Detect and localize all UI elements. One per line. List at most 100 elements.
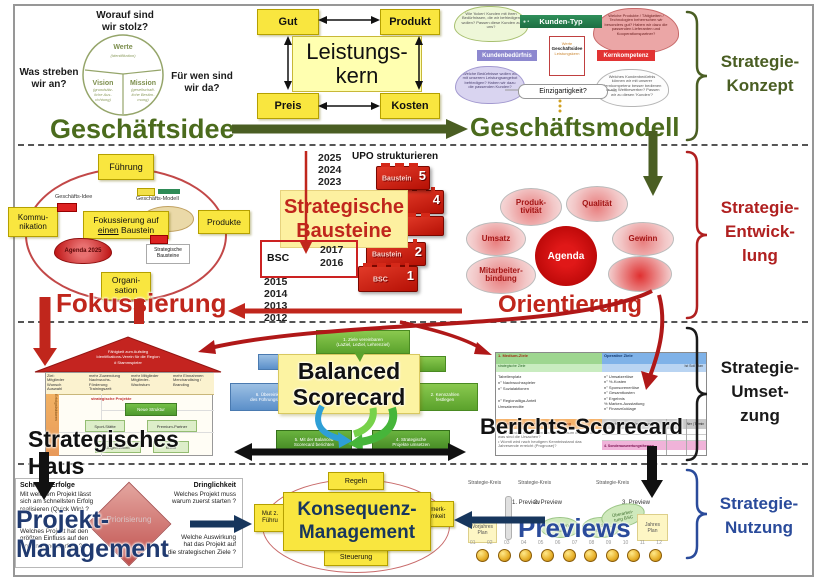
box-kommunikation: Kommu- nikation <box>8 207 58 237</box>
title-geschaeftsidee: Geschäftsidee <box>50 114 235 144</box>
brick-2-label: Baustein <box>372 251 402 259</box>
agenda-produktivitaet: Produk- tivität <box>500 188 562 226</box>
berichts-orange-row: 3. Ergebnisse für die Rahmenbedingung <box>496 419 602 429</box>
agenda-center: Agenda <box>535 226 597 286</box>
berichts-grid-v1 <box>666 419 667 455</box>
box-preis: Preis <box>257 93 319 119</box>
kunden-typ-dots: ● • <box>523 18 530 25</box>
box-kosten: Kosten <box>380 93 440 119</box>
kunden-typ-label: Kunden-Typ <box>539 17 583 26</box>
diamond-label: Priorisierung <box>106 515 152 524</box>
haus-body: Ziel: Mitglieder Wunsch Auswahl mehr Zuw… <box>45 372 214 456</box>
question-left: Was streben wir an? <box>19 66 79 91</box>
mini-brick <box>150 235 168 244</box>
segment-vision-sub: (grundsätz- liche Aus- richtung) <box>92 87 114 102</box>
coin-icon <box>584 549 598 562</box>
agenda-umsatz: Umsatz <box>466 222 526 256</box>
month-05: 05 <box>537 540 544 546</box>
bsc-label: BSC <box>267 252 290 264</box>
brick-4-num: 4 <box>432 192 440 207</box>
title-previews: Previews <box>518 513 631 543</box>
coins-row <box>476 549 662 562</box>
year-2017: 2017 <box>320 244 344 256</box>
coin-icon <box>497 549 511 562</box>
bar-kunden-typ: ● • Kunden-Typ <box>520 15 602 28</box>
berichts-cols: Ist Soll Plan <box>602 364 706 372</box>
haus-pill-2: Sport-Stätte <box>85 420 125 432</box>
berichts-left-rows: Tabellenplatz n° Nachwuchsspieler n° Soz… <box>498 374 537 409</box>
segment-mission-sub: (gesellschaft- liche Bestim- mung) <box>131 87 155 102</box>
month-06: 06 <box>554 540 561 546</box>
box-geschaeftsidee-mini: Werte Geschäftsidee Leistungskern <box>549 36 585 76</box>
bsc-years: 2017 2016 <box>320 244 343 270</box>
box-balanced-scorecard: Balanced Scorecard <box>278 354 420 414</box>
month-11: 11 <box>639 540 645 546</box>
segment-mission: Mission <box>129 80 157 87</box>
cloud-kundentyp: Wie 'ticken' Kunden mit ihren Bedürfniss… <box>454 6 528 42</box>
month-01: 01 <box>470 540 476 546</box>
outer-frame <box>13 4 814 577</box>
label-geschaefts-idee: Geschäfts-Idee <box>55 194 93 200</box>
title-projekt-management: Projekt-Management <box>16 506 169 563</box>
segment-vision: Vision <box>92 80 114 87</box>
brick-1: BSC 1 <box>358 263 418 292</box>
fokus-line2: einen Baustein <box>84 225 168 235</box>
box-gut: Gut <box>257 9 319 35</box>
month-08: 08 <box>588 540 595 546</box>
coin-icon <box>649 549 662 562</box>
haus-header: Ziel: Mitglieder Wunsch Auswahl mehr Zuw… <box>46 373 214 395</box>
coin-icon <box>562 549 576 562</box>
haus-col-4: mehr Einnahmen Merchandising / Branding <box>173 373 204 387</box>
label-geschaefts-modell: Geschäfts-Modell <box>136 196 179 202</box>
band-label-nutzung: Strategie- Nutzung <box>719 494 799 538</box>
mini-werte: Werte <box>561 41 573 46</box>
band-label-konzept: Strategie- Konzept <box>720 52 800 96</box>
mini-geschaeftsidee: Geschäftsidee <box>551 46 583 51</box>
haus-pill-1: Neue Struktur <box>125 403 177 416</box>
agenda-mitarbeiterbindung: Mitarbeiter- bindung <box>466 256 536 294</box>
bsc-step-2: 2. Kennzahlen festlegen <box>412 383 478 411</box>
agenda-gewinn: Gewinn <box>612 222 674 256</box>
values-circle: Werte (Identifikation) Vision (grundsätz… <box>76 28 170 122</box>
mini-leistungskern: Leistungskern <box>554 51 580 56</box>
pm-bl-body: Welches Projekt hat den größten Einfluss… <box>20 528 89 550</box>
year-2016: 2016 <box>320 257 344 269</box>
haus-pill-4: Jugendarbeit <box>95 441 141 453</box>
label-preview-2: 2. Preview <box>534 500 563 506</box>
note-mut-zur-fuehrung: Mut z. Führu <box>254 504 286 532</box>
label-upo: UPO strukturieren <box>352 151 439 162</box>
berichts-empty-grid <box>602 429 706 441</box>
box-produkte: Produkte <box>198 210 250 234</box>
month-02: 02 <box>486 540 493 546</box>
coin-icon <box>540 549 554 562</box>
coin-icon <box>476 549 489 562</box>
haus-col-1: Ziel: Mitglieder Wunsch Auswahl <box>47 373 65 392</box>
haus-col-3: mehr Mitglieder Mitglieder- Wachstum <box>131 373 159 387</box>
geschaefts-idee-chip <box>57 203 77 212</box>
box-einzigartigkeit: Einzigartigkeit? <box>518 84 608 99</box>
label-strategie-kreis-2: Strategie-Kreis <box>518 480 552 486</box>
pm-tr-head: Dringlichkeit <box>193 482 236 489</box>
month-09: 09 <box>605 540 612 546</box>
brick-3 <box>402 213 444 236</box>
box-produkt: Produkt <box>380 9 440 35</box>
month-04: 04 <box>520 540 527 546</box>
month-07: 07 <box>571 540 578 546</box>
title-berichts-scorecard: Berichts-Scorecard <box>480 414 683 439</box>
label-strategische-bausteine-mini: Strategische Bausteine <box>146 244 190 264</box>
fokus-line1: Fokussierung auf <box>93 215 159 225</box>
question-right: Für wen sind wir da? <box>171 70 233 95</box>
timeline-bar <box>505 496 512 540</box>
geschaefts-modell-chip-yellow <box>137 188 155 196</box>
question-top: Worauf sind wir stolz? <box>96 9 154 34</box>
box-kundenbeduerfnis: Kundenbedürfnis <box>477 50 537 61</box>
haus-side-strip: Erfolgsfaktoren <box>46 394 59 456</box>
berichts-header-right: Operative Ziele <box>602 353 706 364</box>
box-fokussierung-baustein: Fokussierung auf einen Baustein <box>83 211 169 239</box>
year-2015: 2015 <box>264 276 288 288</box>
note-jahres-plan: Jahres Plan <box>637 514 668 541</box>
berichts-header-left2: strategische Ziele <box>496 364 602 372</box>
box-strategische-bausteine: Strategische Bausteine <box>280 190 408 248</box>
